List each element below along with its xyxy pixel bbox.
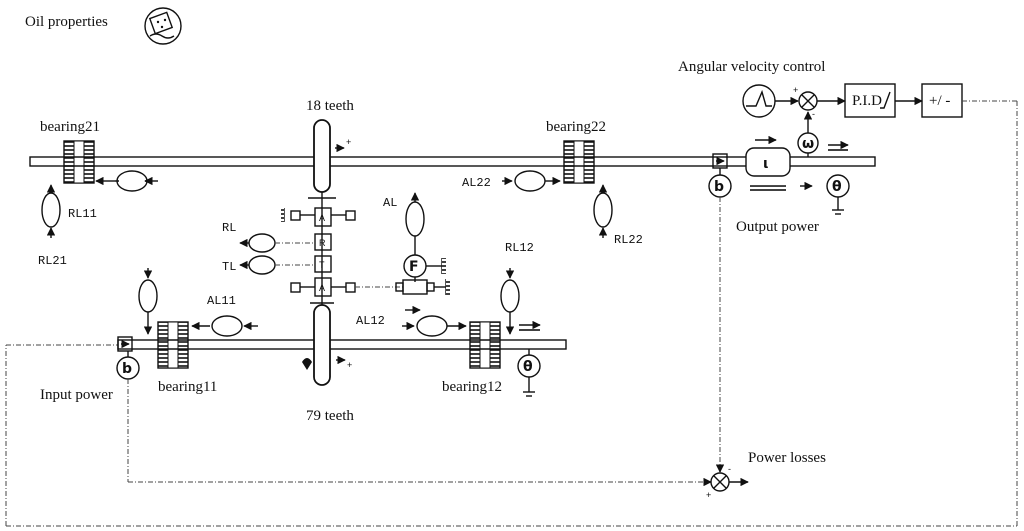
svg-text:b: b [122, 361, 132, 377]
sign-inverter-block[interactable]: +/ - [921, 83, 963, 118]
output-power-label: Output power [736, 219, 819, 235]
bearing21-label: bearing21 [40, 119, 100, 135]
bearing11[interactable] [157, 321, 189, 369]
radial-load-spring-bearing11[interactable] [138, 268, 158, 335]
al-label: AL [383, 196, 397, 210]
bearing12[interactable] [469, 321, 501, 369]
axial-load-spring-21[interactable] [95, 170, 158, 192]
svg-text:+: + [347, 360, 352, 370]
svg-text:θ: θ [832, 179, 842, 195]
rl12-label: RL12 [505, 241, 534, 255]
tl-label: TL [222, 260, 236, 274]
bearing21[interactable] [63, 140, 95, 184]
tangential-load-spring-tl[interactable] [239, 255, 315, 275]
al12-label: AL12 [356, 314, 385, 328]
input-angle-sensor[interactable]: θ [517, 349, 541, 397]
bearing22[interactable] [563, 140, 595, 184]
output-angle-sensor[interactable]: θ [826, 174, 850, 215]
svg-text:θ: θ [523, 359, 533, 375]
svg-text:R: R [319, 238, 326, 248]
input-power-label: Input power [40, 387, 113, 403]
pid-controller-block[interactable]: P.I.D [844, 83, 896, 118]
oil-properties-label: Oil properties [25, 14, 108, 30]
radial-load-spring-rl12[interactable] [500, 268, 520, 335]
angular-velocity-control-label: Angular velocity control [678, 59, 825, 75]
axial-load-spring-al22[interactable] [502, 170, 561, 192]
radial-load-spring-rl[interactable] [239, 233, 315, 253]
axial-load-spring-al[interactable] [405, 192, 425, 255]
svg-text:-: - [812, 109, 815, 119]
rl-label: RL [222, 221, 236, 235]
rl11-label: RL11 [68, 207, 97, 221]
svg-text:ι: ι [763, 156, 768, 172]
output-shaft [29, 156, 876, 167]
rl22-label: RL22 [614, 233, 643, 247]
angular-velocity-sensor-icon[interactable]: ω [797, 132, 819, 154]
pid-label: P.I.D [852, 93, 882, 109]
radial-load-spring-rl22[interactable] [593, 184, 613, 238]
summing-junction-control[interactable] [798, 91, 818, 111]
svg-text:+: + [706, 490, 711, 500]
svg-text:A: A [319, 213, 325, 223]
radial-load-spring-rl11[interactable] [41, 184, 61, 238]
force-sensor-icon[interactable]: F [403, 254, 446, 282]
al22-label: AL22 [462, 176, 491, 190]
sign-label: +/ - [929, 93, 950, 109]
wheel-gear-79-teeth[interactable]: + [302, 304, 352, 386]
svg-text:F: F [409, 259, 419, 275]
svg-text:-: - [728, 464, 731, 474]
power-losses-summing-junction[interactable]: - + [703, 464, 749, 500]
gear-mesh-block[interactable]: A R T A [281, 192, 356, 305]
axial-load-spring-al11[interactable] [191, 315, 258, 337]
oil-properties-icon[interactable] [144, 7, 182, 45]
svg-text:ω: ω [802, 136, 814, 152]
gear-18-teeth-label: 18 teeth [306, 98, 354, 114]
pinion-gear-18-teeth[interactable]: + [313, 119, 351, 193]
output-power-sensor[interactable]: b [708, 153, 732, 198]
axial-load-spring-al12[interactable] [402, 305, 467, 337]
bearing22-label: bearing22 [546, 119, 606, 135]
al11-label: AL11 [207, 294, 236, 308]
bearing12-label: bearing12 [442, 379, 502, 395]
axial-force-link [355, 279, 450, 295]
gear-79-teeth-label: 79 teeth [306, 408, 354, 424]
svg-text:+: + [346, 137, 351, 147]
svg-text:+: + [793, 85, 798, 95]
rl21-label: RL21 [38, 254, 67, 268]
output-inertia-load[interactable]: ι [745, 147, 791, 191]
svg-text:A: A [319, 283, 325, 293]
power-losses-label: Power losses [748, 450, 826, 466]
bearing11-label: bearing11 [158, 379, 217, 395]
svg-text:T: T [319, 260, 325, 270]
reference-signal-source-icon[interactable] [742, 84, 776, 118]
svg-text:b: b [714, 179, 724, 195]
